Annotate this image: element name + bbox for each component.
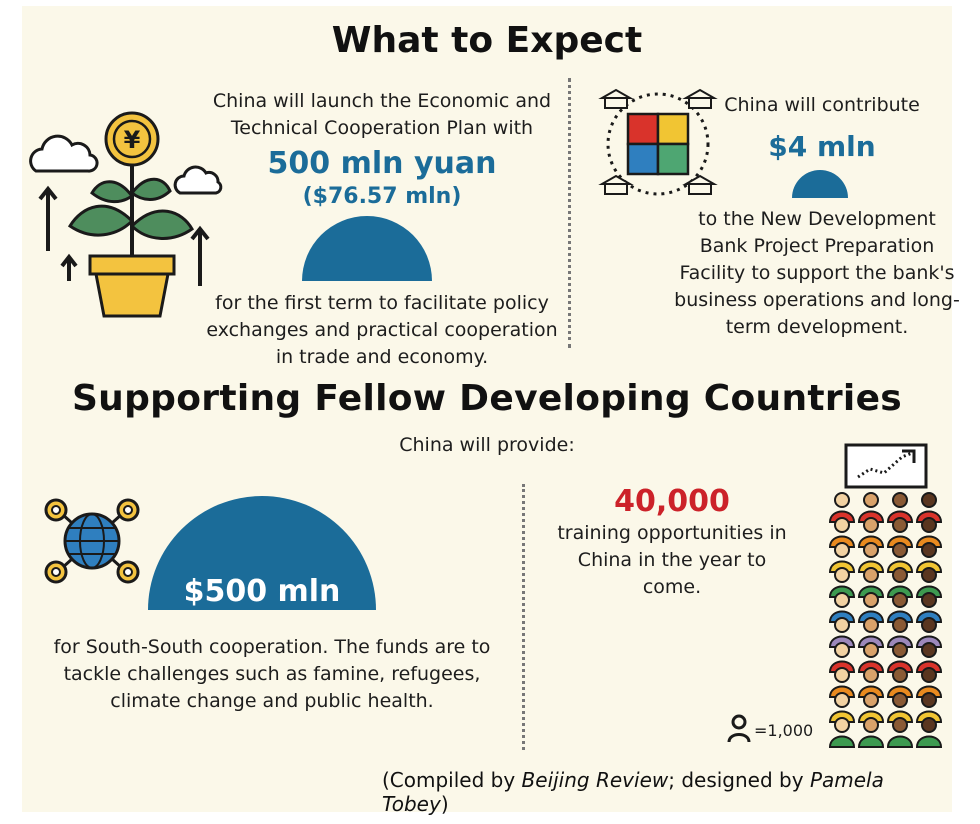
person-icon xyxy=(886,567,914,598)
person-icon xyxy=(828,517,856,548)
person-icon xyxy=(915,717,943,748)
credit-middle: ; designed by xyxy=(668,768,810,792)
plan-description: for the first term to facilitate policy … xyxy=(206,292,558,368)
person-icon xyxy=(857,667,885,698)
person-icon xyxy=(857,517,885,548)
money-plant-icon: ¥ xyxy=(29,111,223,318)
person-icon xyxy=(886,692,914,723)
person-icon xyxy=(886,642,914,673)
divider xyxy=(568,78,571,348)
person-icon xyxy=(857,567,885,598)
plan-intro-text: China will launch the Economic and Techn… xyxy=(212,90,552,139)
cloud-icon xyxy=(29,134,99,173)
trend-chart-icon xyxy=(844,443,928,489)
plan-amount-semicircle xyxy=(302,216,432,281)
south-south-semicircle xyxy=(148,496,376,610)
person-icon xyxy=(828,692,856,723)
cloud-icon xyxy=(173,165,223,195)
contribute-description: to the New Development Bank Project Prep… xyxy=(674,208,960,338)
person-icon xyxy=(915,567,943,598)
person-icon xyxy=(857,492,885,523)
person-icon xyxy=(828,592,856,623)
person-icon xyxy=(886,542,914,573)
provide-subtitle: China will provide: xyxy=(399,434,575,456)
person-icon xyxy=(915,492,943,523)
south-south-description: for South-South cooperation. The funds a… xyxy=(53,636,491,712)
person-icon xyxy=(886,517,914,548)
people-grid xyxy=(828,492,943,748)
person-icon xyxy=(886,717,914,748)
credit-suffix: ) xyxy=(440,792,449,816)
person-icon xyxy=(857,717,885,748)
person-icon xyxy=(857,592,885,623)
person-icon xyxy=(828,617,856,648)
person-icon xyxy=(915,642,943,673)
south-south-amount: $500 mln xyxy=(183,574,341,609)
person-icon xyxy=(857,542,885,573)
person-icon xyxy=(828,542,856,573)
person-icon xyxy=(915,542,943,573)
person-icon xyxy=(915,517,943,548)
person-icon xyxy=(915,667,943,698)
person-icon xyxy=(886,492,914,523)
up-arrow-icon xyxy=(38,185,210,286)
person-icon xyxy=(886,592,914,623)
person-icon xyxy=(828,717,856,748)
legend-text: =1,000 xyxy=(754,721,814,740)
person-icon xyxy=(915,617,943,648)
person-icon xyxy=(828,667,856,698)
training-description: training opportunities in China in the y… xyxy=(557,522,787,598)
infographic: What to Expect ¥ China will launch the E… xyxy=(22,6,960,816)
person-icon xyxy=(915,592,943,623)
person-icon xyxy=(857,642,885,673)
puzzle-bank-icon xyxy=(598,88,718,196)
divider xyxy=(522,484,525,750)
credit-designer: Pamela Tobey xyxy=(382,768,884,816)
person-icon xyxy=(828,567,856,598)
person-icon xyxy=(828,642,856,673)
plan-amount-yuan: 500 mln yuan xyxy=(267,146,497,181)
person-icon xyxy=(857,617,885,648)
plan-amount-usd: ($76.57 mln) xyxy=(302,184,462,209)
credit-prefix: (Compiled by xyxy=(382,768,522,792)
person-icon xyxy=(886,667,914,698)
svg-text:¥: ¥ xyxy=(124,126,141,154)
person-icon xyxy=(857,692,885,723)
contribute-semicircle xyxy=(792,170,848,198)
contribute-amount: $4 mln xyxy=(768,130,876,163)
training-amount: 40,000 xyxy=(614,484,730,519)
person-icon xyxy=(727,714,751,743)
section-title-what-to-expect: What to Expect xyxy=(331,20,643,61)
person-icon xyxy=(886,617,914,648)
person-icon xyxy=(828,492,856,523)
person-icon xyxy=(915,692,943,723)
section-title-supporting: Supporting Fellow Developing Countries xyxy=(71,378,903,419)
credit-publication: Beijing Review xyxy=(521,768,669,792)
contribute-intro-text: China will contribute xyxy=(724,94,920,116)
credit-line: (Compiled by Beijing Review; designed by… xyxy=(382,768,952,816)
globe-network-icon xyxy=(44,498,140,584)
